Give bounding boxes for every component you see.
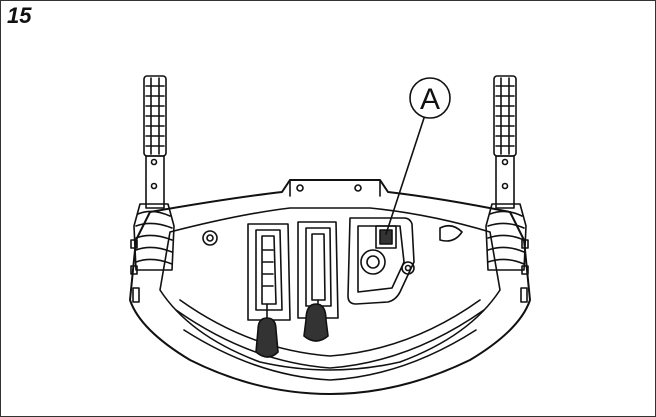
center-lever-knob: [303, 303, 329, 342]
seat-body: [129, 179, 531, 395]
right-hinge: [485, 203, 527, 271]
rotary-knob: [360, 249, 386, 275]
figure-number: 15: [7, 3, 32, 28]
callout-a: [385, 77, 451, 235]
label-icon: [439, 224, 463, 242]
left-hinge: [133, 203, 175, 271]
button-a: [375, 225, 397, 249]
callout-leader-line: [385, 117, 425, 235]
right-handle-post: [495, 155, 515, 209]
center-lever: [297, 221, 339, 342]
control-panel: [347, 217, 415, 305]
left-lever-knob: [255, 317, 279, 358]
left-lever: [247, 223, 291, 358]
callout-letter: A: [420, 83, 440, 116]
screw-left: [202, 230, 218, 246]
small-knob: [401, 261, 415, 275]
left-handle-post: [145, 155, 165, 209]
right-handle: [485, 75, 529, 303]
callout-circle: [409, 77, 451, 119]
left-handle: [130, 75, 175, 303]
